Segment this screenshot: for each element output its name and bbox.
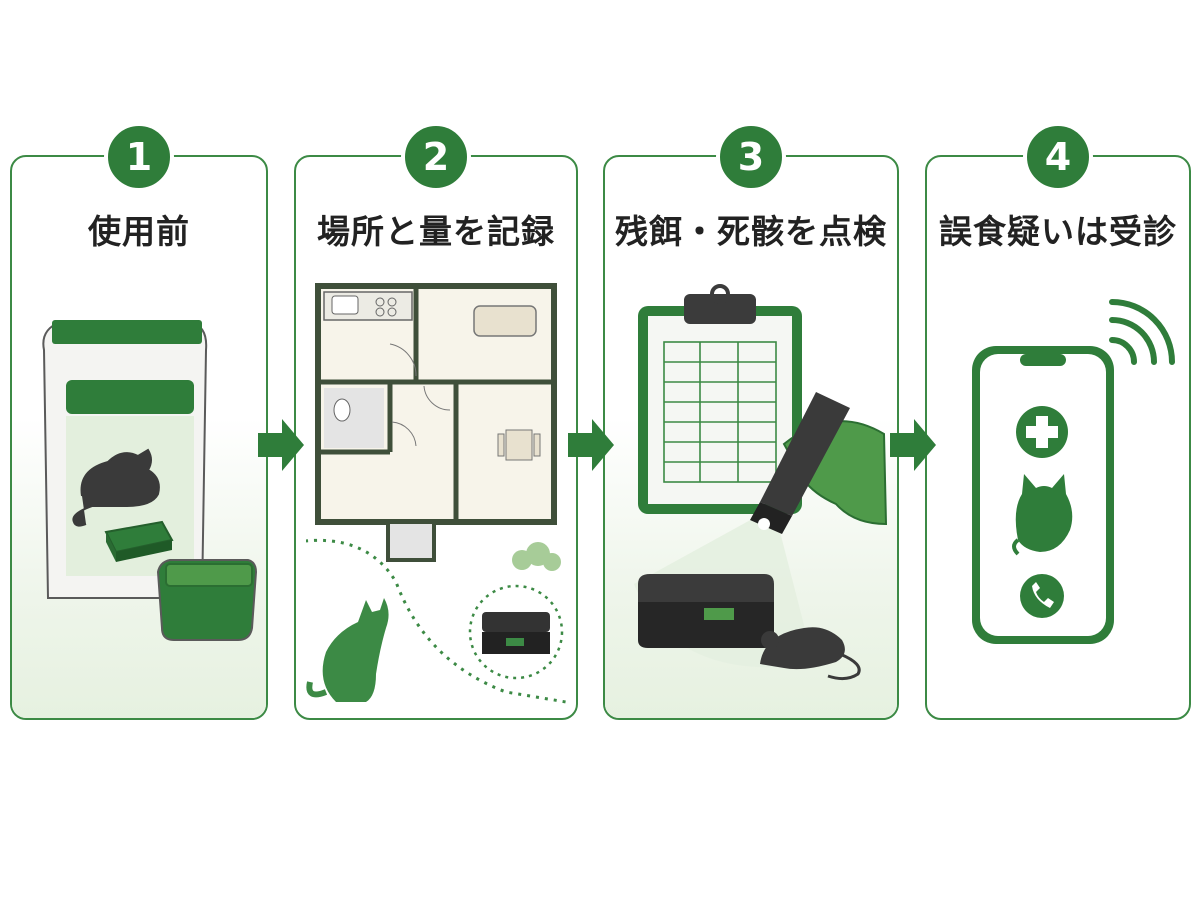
- vet-call-phone-icon: [972, 299, 1175, 644]
- arrow-right-icon: [258, 419, 304, 471]
- step-number-badge-1: 1: [104, 122, 174, 192]
- step-number-badge-3: 3: [716, 122, 786, 192]
- arrow-right-icon: [568, 419, 614, 471]
- arrow-right-icon: [890, 419, 936, 471]
- inspection-clipboard-icon: [634, 284, 888, 681]
- bait-package-icon: [42, 320, 258, 641]
- step-title-1: 使用前: [88, 212, 190, 251]
- step-number-badge-4: 4: [1023, 122, 1093, 192]
- step-title-4: 誤食疑いは受診: [939, 212, 1177, 251]
- step-title-2: 場所と量を記録: [317, 212, 555, 251]
- step-number-badge-2: 2: [401, 122, 471, 192]
- floor-plan-diagram: [306, 283, 567, 704]
- step-title-3: 残餌・死骸を点検: [615, 212, 887, 251]
